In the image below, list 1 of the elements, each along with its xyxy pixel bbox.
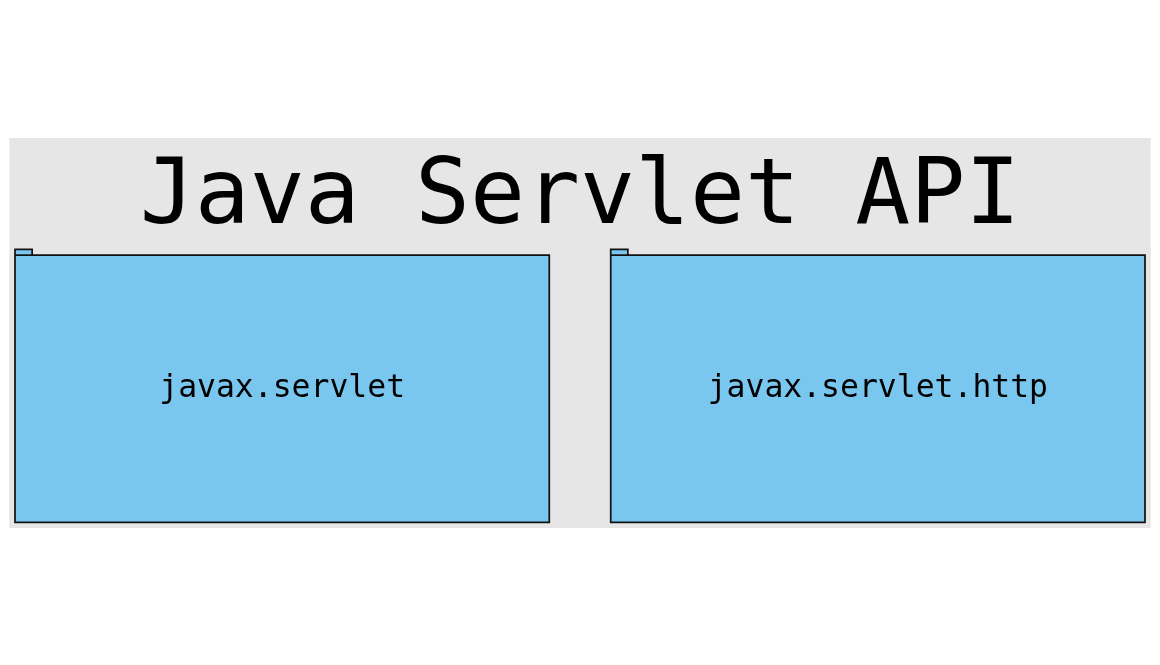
diagram-title: Java Servlet API — [139, 137, 1021, 245]
